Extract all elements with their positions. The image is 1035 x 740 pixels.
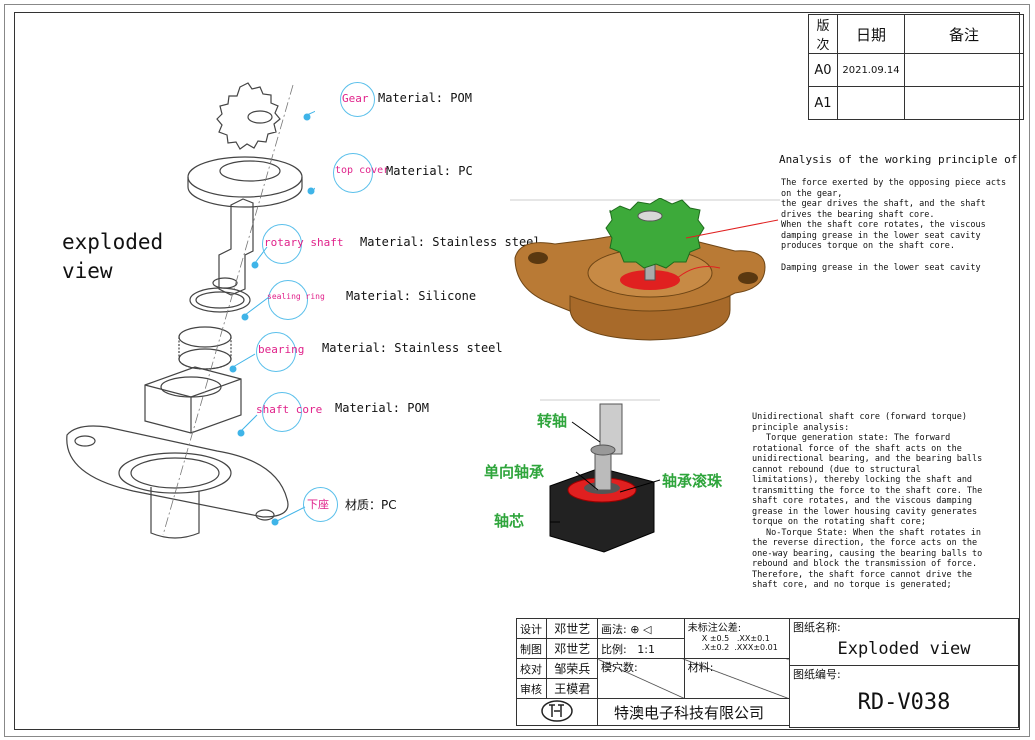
- label-circle-sealing-ring: [268, 280, 308, 320]
- part-name-bearing: bearing: [258, 343, 305, 356]
- core-leader-lines: [550, 421, 661, 523]
- tb-drawing-name: Exploded view: [837, 639, 971, 659]
- rev-date-a0: 2021.09.14: [837, 53, 905, 87]
- part-material-top-cover: Material: PC: [386, 164, 473, 178]
- part-material-sealing-ring: Material: Silicone: [346, 289, 477, 303]
- tb-projection: 画法: ⊕ ◁: [597, 618, 685, 639]
- label-circle-bearing: [256, 332, 296, 372]
- analysis-p4: Damping grease in the lower seat cavity: [781, 262, 981, 273]
- shaft-core-render: [540, 399, 660, 553]
- tb-tol1: X ±0.5: [701, 634, 730, 643]
- label-circle-rotary-shaft: [262, 224, 302, 264]
- tb-drawing-no: RD-V038: [857, 690, 951, 715]
- part-name-gear: Gear: [342, 92, 369, 105]
- part-material-rotary-shaft: Material: Stainless steel: [360, 235, 541, 249]
- tb-tol2: .XX±0.1: [736, 634, 770, 643]
- analysis-text: The force exerted by the opposing piece …: [781, 178, 1017, 273]
- tb-tol4: .XXX±0.01: [734, 643, 778, 652]
- exploded-drawing: [66, 82, 315, 539]
- tb-drawing-no-cell: 图纸编号: RD-V038: [789, 665, 1019, 728]
- rev-note-a1: [904, 86, 1024, 120]
- tb-drawing-name-label: 图纸名称:: [793, 621, 841, 634]
- label-circle-base: [303, 487, 338, 522]
- sealing-ring-part: [189, 287, 251, 313]
- tb-material-label: 材料:: [687, 661, 714, 674]
- analysis-title: Analysis of the working principle of da: [779, 153, 1019, 166]
- title-block-right: 图纸名称: Exploded view 图纸编号: RD-V038: [789, 618, 1019, 728]
- tb-scale-value: 1:1: [637, 642, 655, 656]
- part-name-base: 下座: [307, 498, 329, 511]
- rev-header-note: 备注: [904, 14, 1024, 54]
- tb-logo-cell: [515, 698, 599, 726]
- label-bearing-balls: 轴承滚珠: [662, 472, 723, 490]
- tb-material: 材料:: [683, 658, 791, 699]
- tb-cavity-label: 模穴数:: [601, 661, 638, 674]
- label-core: 轴芯: [494, 512, 525, 530]
- analysis-p2: the gear drives the shaft, and the shaft…: [781, 199, 986, 220]
- gear-part: [216, 82, 281, 150]
- part-name-top-cover: top cover: [335, 165, 390, 176]
- top-cover-part: [187, 156, 303, 208]
- drawing-frame: [14, 12, 1020, 730]
- tb-tol3: .X±0.2: [701, 643, 730, 652]
- title-block-left: 设计 邓世艺 画法: ⊕ ◁ 未标注公差: X ±0.5 .XX±0.1 .X±…: [515, 618, 791, 726]
- tb-tolerance-label: 未标注公差:: [687, 623, 742, 634]
- part-name-shaft-core: shaft core: [256, 403, 323, 416]
- part-material-shaft-core: Material: POM: [335, 401, 429, 415]
- tb-scale-label: 比例:: [601, 642, 627, 656]
- tb-draw-label: 制图: [515, 638, 548, 659]
- unidirectional-p1: Torque generation state: The forward rot…: [752, 433, 983, 527]
- label-circle-gear: [340, 82, 375, 117]
- rev-ver-a0: A0: [808, 53, 838, 87]
- part-material-bearing: Material: Stainless steel: [322, 341, 503, 355]
- analysis-p3: When the shaft core rotates, the viscous…: [781, 220, 986, 251]
- label-one-way-bearing: 单向轴承: [484, 463, 545, 481]
- exploded-view-title: exploded view: [62, 230, 164, 283]
- part-name-rotary-shaft: rotary shaft: [264, 236, 344, 249]
- rev-header-date: 日期: [837, 14, 905, 54]
- bearing-part: [178, 326, 232, 370]
- part-material-base: 材质：PC: [345, 498, 397, 512]
- part-name-sealing-ring: sealing ring: [267, 292, 325, 301]
- tb-draw: 邓世艺: [546, 638, 599, 659]
- analysis-p1: The force exerted by the opposing piece …: [781, 178, 1007, 199]
- label-shaft: 转轴: [537, 412, 568, 430]
- projection-symbol-icon: ⊕ ◁: [630, 622, 652, 636]
- tb-approve-label: 审核: [515, 678, 548, 699]
- base-part: [66, 425, 289, 539]
- tb-scale: 比例: 1:1: [597, 638, 685, 659]
- rotary-shaft-part: [212, 198, 254, 296]
- tb-cavity: 模穴数:: [597, 658, 685, 699]
- tb-drawing-name-cell: 图纸名称: Exploded view: [789, 618, 1019, 666]
- company-logo-icon: [541, 699, 573, 722]
- assembly-render: [510, 198, 780, 341]
- tb-tolerance: 未标注公差: X ±0.5 .XX±0.1 .X±0.2 .XXX±0.01: [683, 618, 791, 659]
- leader-lines: [229, 110, 315, 526]
- unidirectional-title: Unidirectional shaft core (forward torqu…: [752, 412, 967, 433]
- shaft-core-part: [144, 366, 242, 434]
- tb-design: 邓世艺: [546, 618, 599, 639]
- unidirectional-p2: No-Torque State: When the shaft rotates …: [752, 527, 983, 591]
- unidirectional-text: Unidirectional shaft core (forward torqu…: [752, 412, 988, 591]
- outer-border: [4, 4, 1030, 737]
- part-material-gear: Material: POM: [378, 91, 472, 105]
- tb-drawing-no-label: 图纸编号:: [793, 668, 841, 681]
- tb-approve: 王模君: [546, 678, 599, 699]
- tb-check-label: 校对: [515, 658, 548, 679]
- rev-ver-a1: A1: [808, 86, 838, 120]
- rev-note-a0: [904, 53, 1024, 87]
- tb-check: 邹荣兵: [546, 658, 599, 679]
- revision-table: 版次 日期 备注 A0 2021.09.14 A1: [808, 14, 1024, 120]
- label-circle-top-cover: [333, 153, 373, 193]
- tb-company: 特澳电子科技有限公司: [597, 698, 790, 726]
- rev-date-a1: [837, 86, 905, 120]
- rev-header-ver: 版次: [808, 14, 838, 54]
- tb-design-label: 设计: [515, 618, 548, 639]
- label-circle-shaft-core: [262, 392, 302, 432]
- tb-projection-label: 画法:: [601, 622, 627, 636]
